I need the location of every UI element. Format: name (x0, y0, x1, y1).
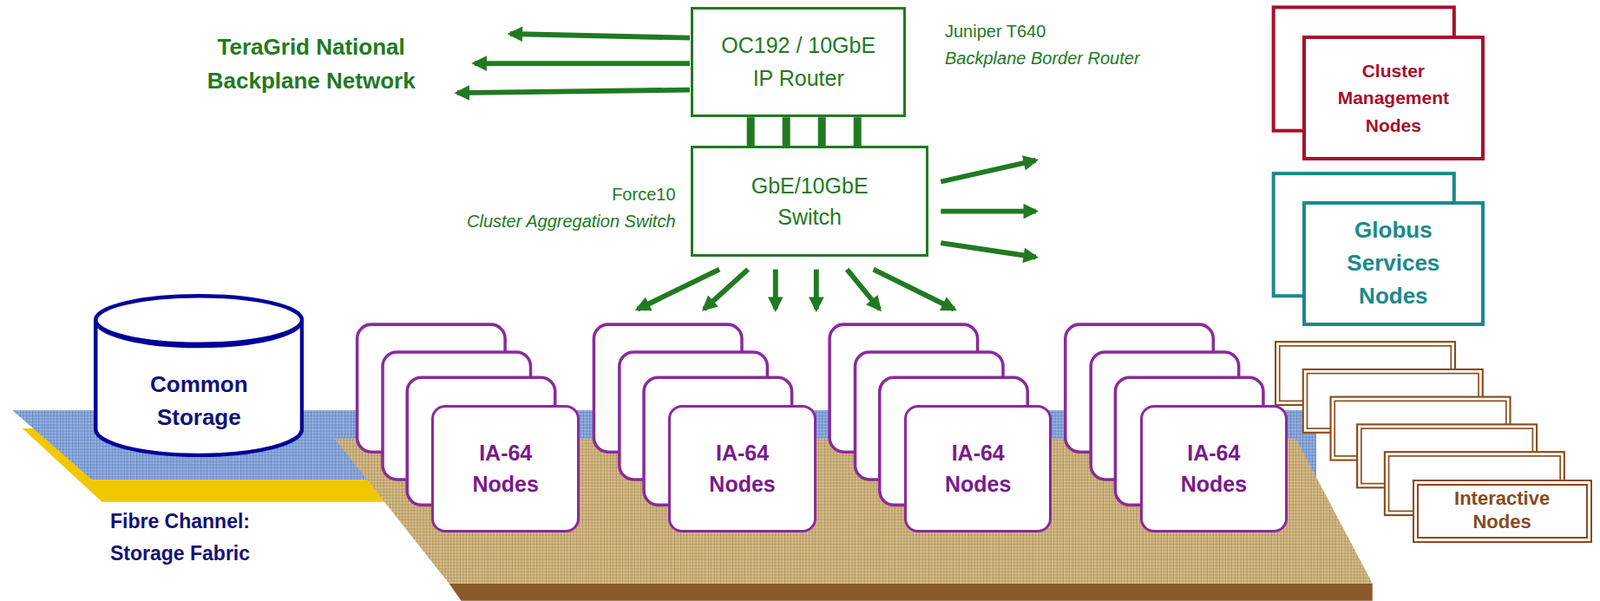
globus-node-box: Globus Services Nodes (1302, 201, 1486, 328)
compute-node-box: IA-64 Nodes (904, 405, 1053, 533)
router-box: OC192 / 10GbE IP Router (690, 6, 906, 118)
compute-node-box: IA-64 Nodes (1140, 405, 1289, 533)
backplane-arrow (457, 90, 690, 94)
node-label: Common Storage (119, 368, 278, 434)
downlink-arrow (773, 269, 779, 310)
uplink-arrow (940, 160, 1036, 183)
node-label: Cluster Management Nodes (1327, 57, 1461, 140)
switch-box: GbE/10GbE Switch (690, 145, 929, 257)
network-label: TeraGrid National Backplane Network (168, 30, 455, 99)
device-role: Cluster Aggregation Switch (415, 210, 676, 232)
storage-cylinder: Common Storage (93, 294, 304, 458)
uplink-arrow (940, 209, 1036, 215)
node-label: OC192 / 10GbE IP Router (717, 29, 879, 95)
device-role: Backplane Border Router (944, 47, 1206, 69)
compute-node-box: IA-64 Nodes (668, 405, 817, 533)
fabric-label: Fibre Channel: Storage Fabric (110, 505, 297, 571)
node-label: IA-64 Nodes (688, 437, 797, 501)
management-node-box: Cluster Management Nodes (1302, 35, 1486, 160)
link-bundle-line (818, 117, 827, 146)
node-label: Interactive Nodes (1430, 487, 1574, 535)
backplane-arrow (510, 33, 690, 39)
device-model: Force10 (415, 183, 676, 205)
node-label: IA-64 Nodes (451, 437, 560, 501)
node-label: GbE/10GbE Switch (736, 170, 883, 234)
backplane-arrow (474, 60, 690, 66)
compute-node-box: IA-64 Nodes (431, 405, 580, 533)
link-bundle-line (782, 117, 791, 146)
node-label: IA-64 Nodes (1160, 437, 1269, 501)
downlink-arrow (873, 269, 955, 310)
cylinder-top (95, 295, 302, 345)
downlink-arrow (703, 269, 748, 310)
link-bundle-line (853, 117, 862, 146)
node-label: IA-64 Nodes (924, 437, 1033, 501)
uplink-arrow (940, 242, 1036, 257)
node-label: Globus Services Nodes (1327, 214, 1461, 313)
device-model: Juniper T640 (944, 20, 1206, 42)
downlink-arrow (846, 269, 880, 310)
cluster-base (448, 583, 1372, 601)
downlink-arrow (813, 269, 820, 310)
link-bundle-line (747, 117, 755, 146)
interactive-node-box: Interactive Nodes (1412, 479, 1593, 544)
